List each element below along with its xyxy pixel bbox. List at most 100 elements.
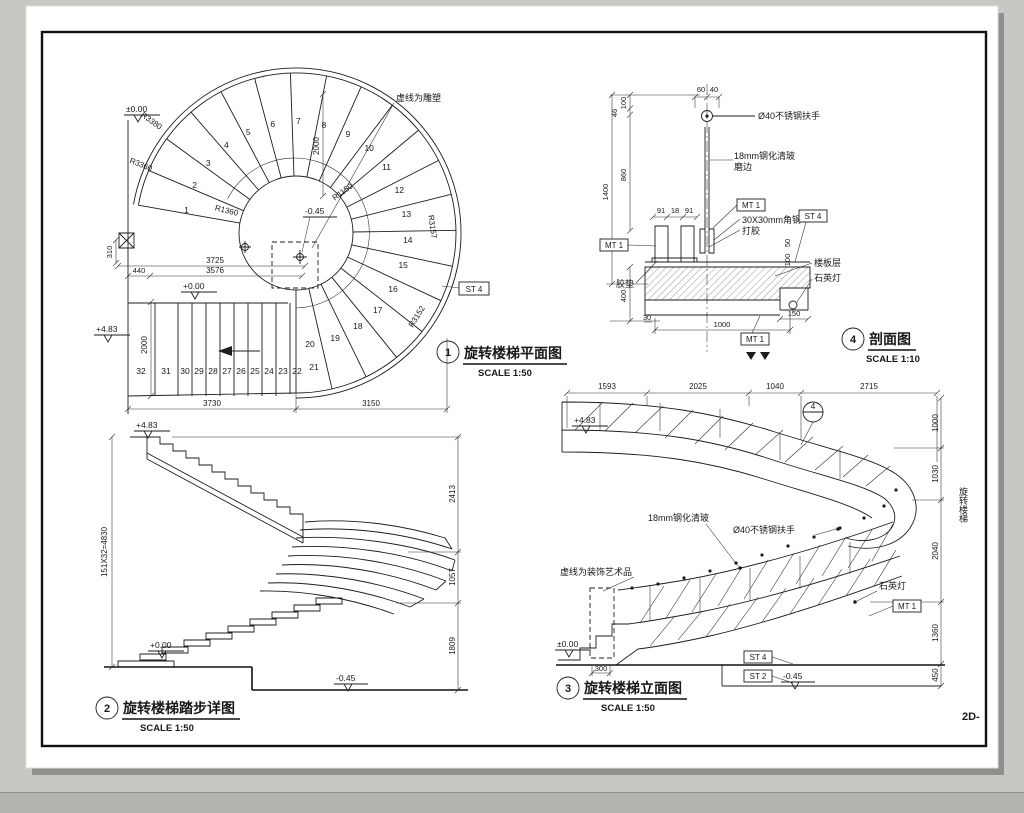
section-structure-lines (644, 115, 810, 316)
elevation-view: 1593 2025 1040 2715 1000 1030 2040 1360 … (555, 382, 968, 714)
section-break-marks (746, 352, 770, 360)
plan-title-number: 1 (445, 347, 451, 359)
section-dim-18: 18 (671, 206, 679, 215)
elevation-art-note: 虚线为装饰艺术品 (560, 566, 632, 577)
elevation-dim-1030: 1030 (931, 465, 940, 483)
section-st4-tag: ST 4 (805, 212, 822, 221)
elevation-st2-tag-box (743, 669, 773, 683)
section-dim-30: 30 (643, 313, 651, 322)
plan-tread-number: 31 (161, 366, 171, 376)
section-dim-1400: 1400 (601, 184, 610, 201)
plan-st4-tag-box (458, 281, 490, 296)
plan-leader-lines (301, 102, 460, 289)
tread-level-pit: -0.45 (336, 673, 356, 683)
sheet-border-frame (40, 30, 988, 748)
plan-st4-tag: ST 4 (466, 285, 483, 294)
plan-tread-number: 29 (194, 366, 204, 376)
elevation-level-floor: ±0.00 (557, 639, 578, 649)
section-title-scale: SCALE 1:10 (866, 354, 920, 365)
plan-tread-number: 28 (208, 366, 218, 376)
section-mt1-tag-top: MT 1 (742, 201, 761, 210)
section-slab-hatch (644, 266, 811, 301)
elevation-dim-2040: 2040 (931, 542, 940, 560)
elevation-band-hatch (649, 549, 897, 647)
plan-tread-number: 17 (373, 305, 383, 315)
plan-sculpture-note: 虚线为雕塑 (396, 92, 441, 103)
section-dimension-lines (606, 91, 812, 334)
section-dim-1000: 1000 (714, 320, 731, 329)
plan-dim-440: 440 (133, 266, 146, 275)
plan-tread-number: 14 (403, 235, 413, 245)
plan-setout-mark (241, 243, 249, 251)
plan-tread-number: 4 (224, 140, 229, 150)
plan-tread-number: 22 (292, 366, 302, 376)
elevation-st4-tag: ST 4 (750, 653, 767, 662)
elevation-glass-hatch-lower (639, 523, 894, 624)
section-dim-46: 46 (610, 109, 619, 117)
elevation-art-dashed-outline (589, 587, 615, 659)
plan-level-top-left: ±0.00 (126, 104, 147, 114)
tread-lower-steps (117, 597, 343, 668)
plan-tread-lines (138, 73, 457, 393)
plan-tread-number: 16 (388, 284, 398, 294)
plan-tread-number: 18 (353, 321, 363, 331)
tread-detail: +4.83 +0.00 -0.45 2413 1057 1809 151X32=… (95, 420, 468, 734)
plan-inner-guide-arc (227, 157, 370, 309)
plan-tread-number: 15 (398, 260, 408, 270)
elevation-leader-lines (602, 421, 894, 684)
plan-tread-number: 20 (305, 339, 315, 349)
plan-center-mark (296, 253, 304, 261)
plan-dim-3150: 3150 (362, 399, 380, 408)
section-dim-860: 860 (619, 169, 628, 182)
section-dim-50: 50 (783, 239, 792, 247)
elevation-dim-2715: 2715 (860, 382, 878, 391)
plan-dim-2000-top: 2000 (312, 137, 321, 155)
plan-tread-number: 10 (364, 143, 374, 153)
plan-tread-number: 25 (250, 366, 260, 376)
elevation-side-label: 旋转楼梯 (958, 486, 968, 524)
plan-tread-number: 23 (278, 366, 288, 376)
elevation-level-pit: -0.45 (783, 671, 803, 681)
section-dim-150: 150 (788, 309, 801, 318)
tread-dim-1057: 1057 (448, 568, 457, 586)
plan-tread-number: 32 (136, 366, 146, 376)
plan-tread-number: 3 (206, 158, 211, 168)
elevation-glass-label: 18mm钢化清玻 (648, 512, 709, 523)
section-glass-label-line1: 18mm钢化清玻 (734, 150, 795, 161)
elevation-dim-1000: 1000 (931, 414, 940, 432)
section-slab-label: 楼板层 (814, 257, 841, 268)
elevation-dim-450: 450 (931, 668, 940, 682)
section-leader-lines (627, 159, 813, 334)
tread-dim-total: 151X32=4830 (100, 526, 109, 577)
elevation-glass-hatch-upper (574, 401, 891, 487)
elevation-dim-1040: 1040 (766, 382, 784, 391)
plan-tread-number: 24 (264, 366, 274, 376)
section-dim-91b: 91 (685, 206, 693, 215)
plan-level-marker-symbols (94, 114, 337, 343)
plan-dim-3725: 3725 (206, 256, 224, 265)
section-handrail-label: Ø40不锈钢扶手 (758, 110, 820, 121)
section-dim-60: 60 (697, 85, 705, 94)
plan-tread-number: 13 (402, 209, 412, 219)
elevation-pit-lines (721, 665, 941, 687)
section-detail: 60 40 Ø40不锈钢扶手 18mm钢化清玻 磨边 MT 1 30X30mm角… (599, 84, 920, 365)
section-glue-label: 打胶 (742, 225, 760, 236)
section-mt1-tag-left: MT 1 (605, 241, 624, 250)
desk-strip (0, 793, 1024, 813)
elevation-handrail-dots (630, 488, 898, 604)
tread-title-bubble (95, 696, 119, 720)
plan-tread-number: 6 (270, 119, 275, 129)
tread-dim-1809: 1809 (448, 637, 457, 655)
plan-tread-number: 26 (236, 366, 246, 376)
elevation-title-bubble (556, 676, 580, 700)
section-dim-100r: 100 (783, 254, 792, 267)
plan-straight-flight-lines (118, 120, 307, 414)
sheet-corner-label: 2D- (962, 711, 980, 723)
plan-radius-label: R3157 (426, 214, 438, 239)
plan-dim-3576: 3576 (206, 266, 224, 275)
tread-title-number: 2 (104, 703, 110, 715)
plan-tread-number: 5 (246, 127, 251, 137)
plan-tread-number: 12 (395, 185, 405, 195)
